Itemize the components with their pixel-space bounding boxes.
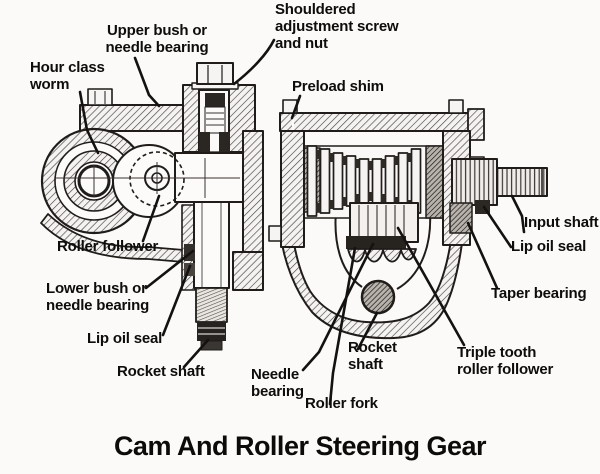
input-shaft-splines xyxy=(496,167,548,197)
leader-triple-tooth xyxy=(396,226,466,347)
leader-rocker-shaft-right xyxy=(356,311,379,351)
leader-roller-fork xyxy=(328,246,357,406)
roller-fork-left-arm xyxy=(334,209,363,288)
housing-top-cover xyxy=(279,112,471,132)
label-lip-oil-seal-left: Lip oil seal xyxy=(87,330,163,347)
leader-needle-bearing xyxy=(301,242,375,372)
right-section-view xyxy=(268,99,548,340)
label-lip-oil-seal-right: Lip oil seal xyxy=(511,238,587,255)
rocker-shaft-end xyxy=(360,279,396,315)
leader-roller-follower xyxy=(141,194,161,243)
needle-bearing-band xyxy=(346,236,406,249)
input-shaft-hub xyxy=(451,158,498,206)
label-needle-bearing: Needle bearing xyxy=(251,366,304,400)
triple-tooth-follower-body xyxy=(349,202,419,243)
left-section-view xyxy=(40,62,264,351)
leader-shouldered-adjustment xyxy=(232,38,276,86)
leader-lip-oil-seal-left xyxy=(161,264,192,337)
label-rocker-shaft-right: Rocket shaft xyxy=(348,339,397,373)
leader-taper-bearing xyxy=(466,221,499,290)
label-shouldered-adjustment-screw: Shouldered adjustment screw and nut xyxy=(275,1,399,52)
label-input-shaft: Input shaft xyxy=(524,214,599,231)
taper-bearing-retainer xyxy=(449,202,473,234)
label-lower-bush: Lower bush or needle bearing xyxy=(46,280,150,314)
leader-upper-bush xyxy=(133,56,161,108)
label-taper-bearing: Taper bearing xyxy=(491,285,587,302)
follower-teeth xyxy=(347,248,417,263)
leader-input-shaft xyxy=(510,194,526,234)
adjuster-nut xyxy=(196,62,234,85)
leader-preload-shim xyxy=(290,94,302,120)
housing-left-wall xyxy=(280,130,305,248)
label-triple-tooth-roller-follower: Triple tooth roller follower xyxy=(457,344,554,378)
rocker-shaft-splines xyxy=(195,287,228,323)
label-hour-glass-worm: Hour class worm xyxy=(30,59,105,93)
roller-pitch-circle xyxy=(129,151,185,207)
worm-thread-sections xyxy=(316,150,412,212)
figure-title: Cam And Roller Steering Gear xyxy=(113,431,487,461)
label-roller-fork: Roller fork xyxy=(305,395,378,412)
leader-lip-oil-seal-right xyxy=(482,205,513,249)
roller-fork-right-arm xyxy=(396,211,432,290)
leader-hour-glass-worm xyxy=(78,90,100,155)
label-upper-bush: Upper bush or needle bearing xyxy=(105,22,209,56)
leader-lines xyxy=(78,38,526,406)
flange-bolt xyxy=(87,88,113,106)
cover-bolt-right xyxy=(448,99,464,114)
label-roller-follower: Roller follower xyxy=(57,238,159,255)
rocker-shaft-seal-rings xyxy=(197,322,226,341)
label-preload-shim: Preload shim xyxy=(292,78,384,95)
rocker-shaft xyxy=(193,201,230,289)
label-rocker-shaft-left: Rocket shaft xyxy=(117,363,205,380)
leader-lower-bush xyxy=(144,249,195,290)
leader-rocker-shaft-left xyxy=(182,338,210,369)
adjuster-screw-head xyxy=(205,93,225,107)
